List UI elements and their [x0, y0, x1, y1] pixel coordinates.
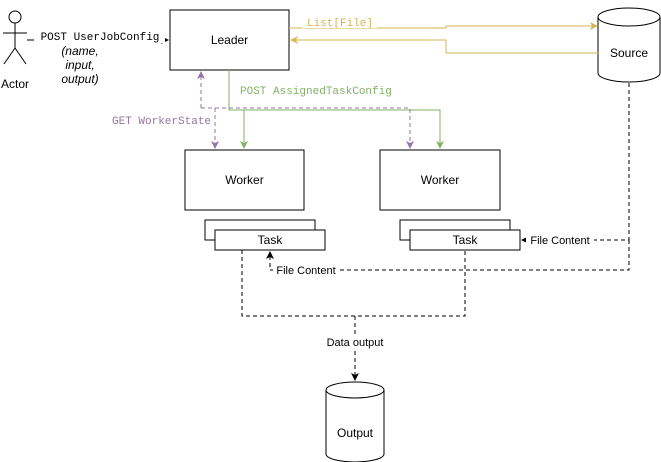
- user-job-config-field-input: input,: [65, 58, 94, 72]
- worker-label-1: Worker: [225, 173, 263, 187]
- actor-label: Actor: [1, 77, 29, 91]
- get-worker-state-label: GET WorkerState: [112, 116, 211, 128]
- worker-node-2: Worker: [379, 149, 501, 211]
- leader-node: Leader: [169, 9, 290, 71]
- edge-file-content-task-1: [266, 240, 630, 271]
- list-file-label: List[File]: [307, 18, 373, 30]
- worker-label-2: Worker: [421, 173, 459, 187]
- source-label: Source: [610, 46, 648, 60]
- worker-node-1: Worker: [184, 149, 305, 211]
- actor-node: Actor: [1, 10, 29, 91]
- output-label: Output: [337, 426, 374, 440]
- post-assigned-task-config-label: POST AssignedTaskConfig: [240, 86, 392, 98]
- leader-label: Leader: [211, 33, 248, 47]
- task-label-2: Task: [453, 233, 479, 247]
- file-content-label-task-2: File Content: [530, 235, 589, 247]
- task-stack-2: Task: [399, 219, 521, 251]
- file-content-label-task-1: File Content: [276, 265, 335, 277]
- data-output-label: Data output: [327, 337, 384, 349]
- task-stack-1: Task: [204, 219, 326, 251]
- post-user-job-config-label: POST UserJobConfig: [41, 32, 160, 44]
- user-job-config-field-output: output): [61, 72, 98, 86]
- output-node: Output: [325, 381, 385, 462]
- edge-list-file-response: [290, 36, 599, 54]
- source-node: Source: [597, 7, 661, 83]
- edge-get-worker-state: [197, 71, 414, 149]
- edge-post-user-job-config: POST UserJobConfig (name, input, output): [27, 30, 169, 86]
- edge-list-file-request: List[File]: [289, 16, 598, 30]
- edge-file-content-task-2: [521, 83, 630, 244]
- task-label-1: Task: [258, 233, 284, 247]
- actor-icon: [3, 10, 27, 65]
- user-job-config-field-name: (name,: [61, 44, 98, 58]
- edge-post-assigned-task-config: [228, 70, 444, 149]
